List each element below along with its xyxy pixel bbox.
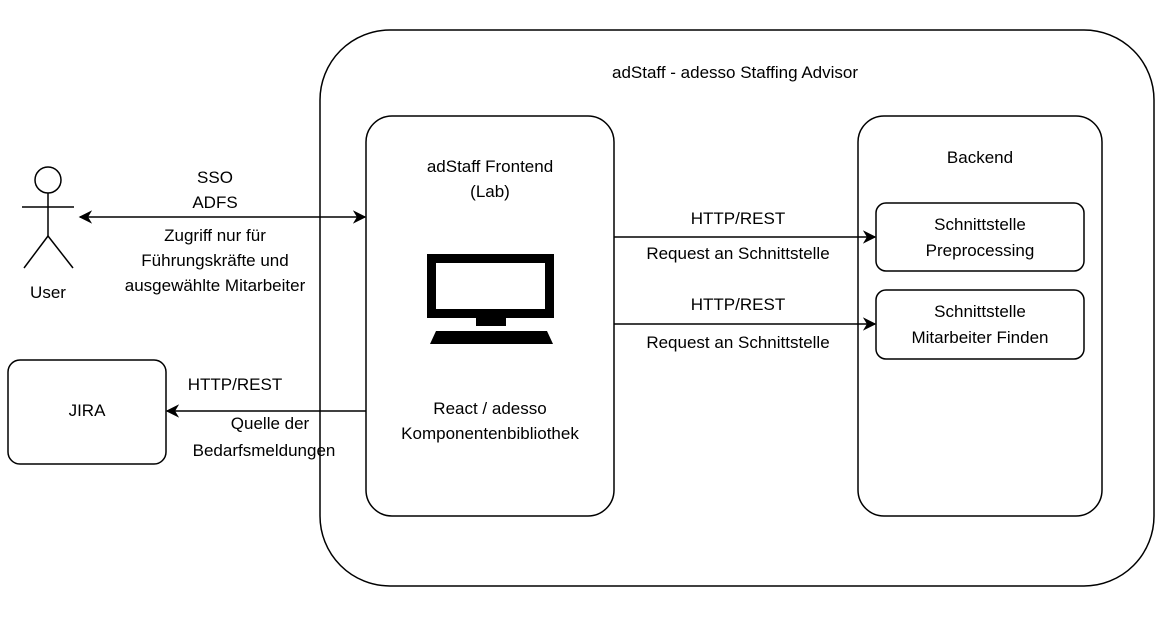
monitor-icon	[427, 254, 554, 344]
preprocessing-description: Request an Schnittstelle	[646, 244, 830, 263]
frontend-tech-line1: React / adesso	[433, 399, 547, 418]
user-connection-line2: ADFS	[192, 193, 238, 212]
system-boundary	[319, 29, 1155, 587]
frontend-title: adStaff Frontend	[426, 157, 554, 176]
system-title: adStaff - adesso Staffing Advisor	[611, 63, 859, 82]
backend-title: Backend	[946, 148, 1014, 167]
finden-description: Request an Schnittstelle	[646, 333, 830, 352]
jira-label: JIRA	[68, 401, 106, 420]
service-finden-line1: Schnittstelle	[934, 302, 1026, 321]
service-preprocessing-line2: Preprocessing	[925, 241, 1035, 260]
preprocessing-protocol: HTTP/REST	[690, 209, 786, 228]
actor-label: User	[30, 283, 66, 302]
frontend-box	[365, 115, 615, 517]
jira-description-line1: Quelle der	[230, 414, 310, 433]
jira-protocol: HTTP/REST	[187, 375, 283, 394]
jira-description-line2: Bedarfsmeldungen	[192, 441, 336, 460]
user-connection-line1: SSO	[197, 168, 233, 187]
service-finden-line2: Mitarbeiter Finden	[911, 328, 1049, 347]
user-connection-line3: Zugriff nur für	[164, 226, 266, 245]
stick-figure-icon	[22, 166, 74, 269]
backend-box	[857, 115, 1103, 517]
user-connection-line5: ausgewählte Mitarbeiter	[124, 276, 306, 295]
finden-protocol: HTTP/REST	[690, 295, 786, 314]
service-preprocessing-line1: Schnittstelle	[934, 215, 1026, 234]
frontend-subtitle: (Lab)	[470, 182, 510, 201]
frontend-tech-line2: Komponentenbibliothek	[401, 424, 579, 443]
user-connection-line4: Führungskräfte und	[141, 251, 289, 270]
